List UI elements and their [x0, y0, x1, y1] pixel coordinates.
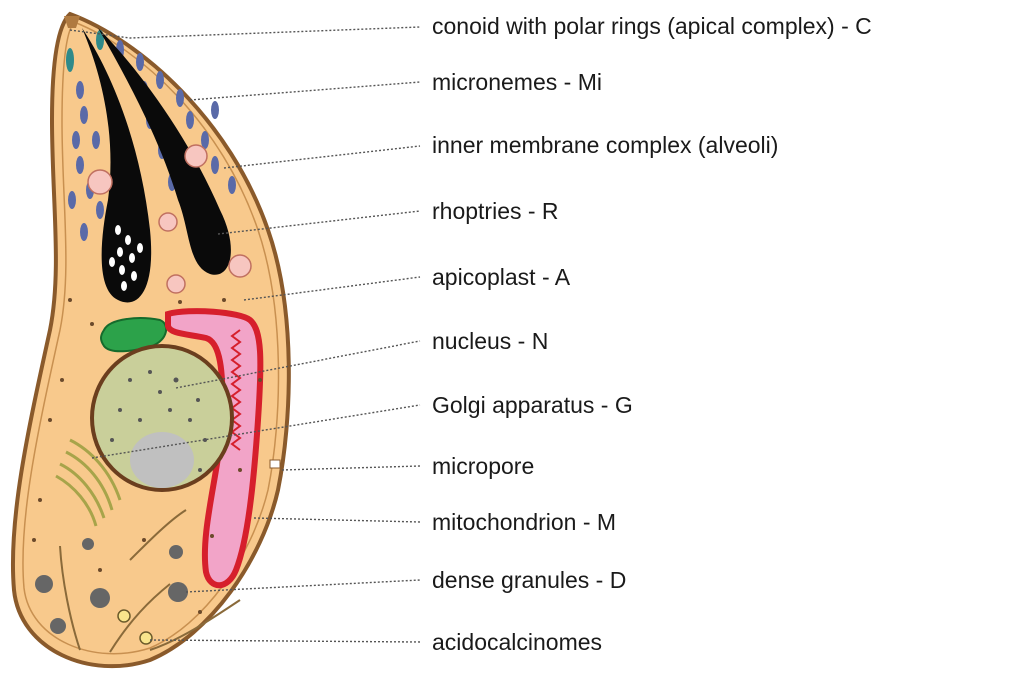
label-rhoptries: rhoptries - R	[432, 198, 559, 224]
label-acidocalcisomes: acidocalcinomes	[432, 629, 602, 655]
nucleolus	[130, 432, 194, 488]
label-golgi-apparatus: Golgi apparatus - G	[432, 392, 633, 418]
label-nucleus: nucleus - N	[432, 328, 548, 354]
micropore	[270, 460, 280, 468]
label-inner-membrane-complex: inner membrane complex (alveoli)	[432, 132, 778, 158]
label-apicoplast: apicoplast - A	[432, 264, 571, 290]
label-micronemes: micronemes - Mi	[432, 69, 602, 95]
label-micropore: micropore	[432, 453, 534, 479]
label-mitochondrion: mitochondrion - M	[432, 509, 616, 535]
label-dense-granules: dense granules - D	[432, 567, 626, 593]
labels: conoid with polar rings (apical complex)…	[432, 13, 872, 655]
label-conoid: conoid with polar rings (apical complex)…	[432, 13, 872, 39]
